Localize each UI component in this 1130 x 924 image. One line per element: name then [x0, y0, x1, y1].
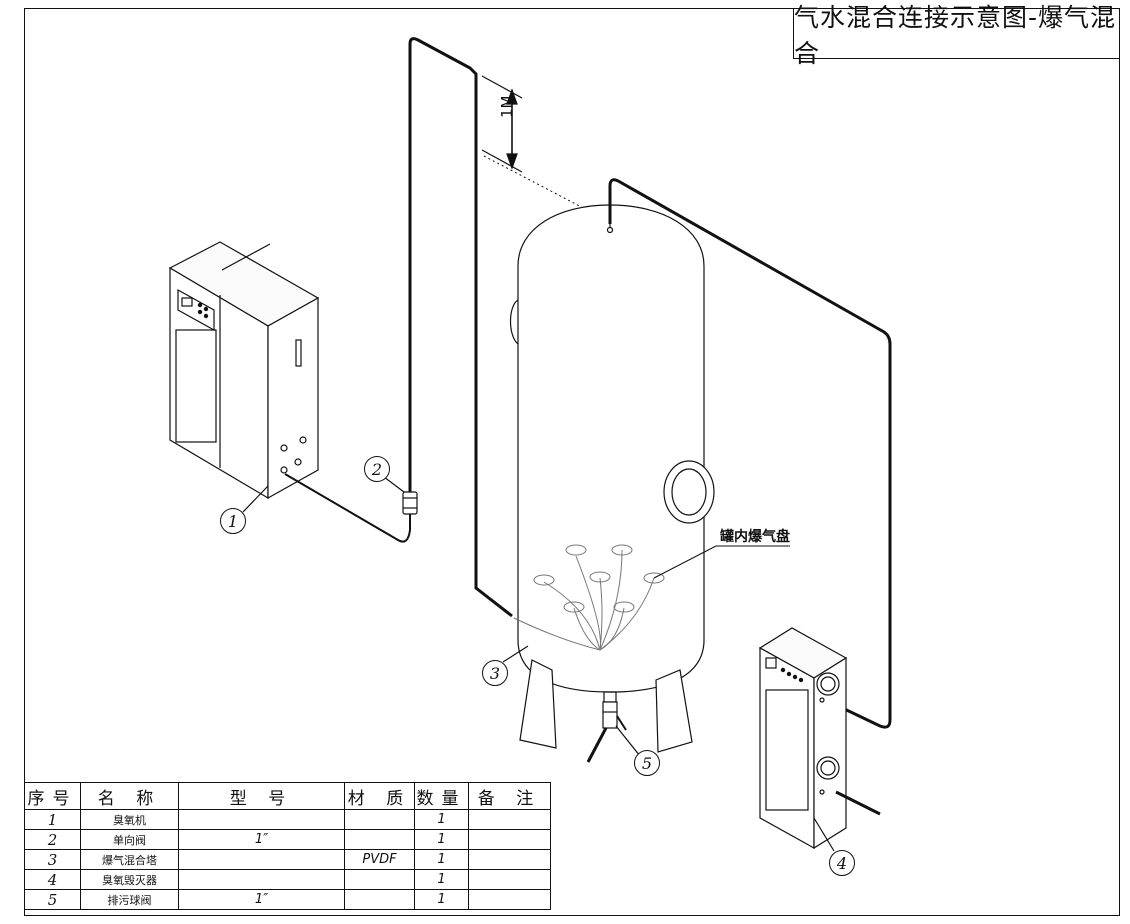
dimension-label: 1M — [498, 95, 516, 119]
table-header-row: 序号 名 称 型 号 材 质 数量 备 注 — [24, 782, 551, 810]
table-row: 5 排污球阀 1″ 1 — [24, 889, 551, 910]
cell-qty: 1 — [414, 829, 469, 850]
header-material: 材 质 — [344, 782, 415, 810]
cell-model — [178, 849, 345, 870]
disc-callout-leader — [653, 545, 717, 579]
header-model: 型 号 — [178, 782, 345, 810]
ozone-outlet-pipe — [284, 473, 411, 543]
mixing-tank — [509, 204, 715, 753]
drawing-title: 气水混合连接示意图-爆气混合 — [794, 2, 1117, 68]
cell-no: 5 — [24, 889, 81, 910]
table-row: 2 单向阀 1″ 1 — [24, 829, 551, 850]
cell-name: 排污球阀 — [80, 889, 179, 910]
cell-qty: 1 — [414, 809, 469, 830]
cell-model — [178, 809, 345, 830]
title-block: 气水混合连接示意图-爆气混合 — [793, 3, 1119, 68]
header-remark: 备 注 — [468, 782, 551, 810]
cell-remark — [468, 889, 551, 910]
cell-material — [344, 809, 415, 830]
cell-remark — [468, 849, 551, 870]
cell-qty: 1 — [414, 869, 469, 890]
disc-callout-label: 罐内爆气盘 — [720, 529, 790, 545]
cell-qty: 1 — [414, 889, 469, 910]
cell-material — [344, 829, 415, 850]
part-marker-4: 4 — [829, 850, 855, 876]
drain-ball-valve — [586, 701, 627, 763]
drawing-frame — [24, 8, 1120, 916]
cell-material — [344, 869, 415, 890]
exhaust-pipe — [608, 178, 892, 729]
parts-table: 序号 名 称 型 号 材 质 数量 备 注 1 臭氧机 1 2 单向阀 1″ 1… — [24, 782, 551, 910]
cell-model: 1″ — [178, 889, 345, 910]
check-valve — [402, 491, 418, 515]
cell-model: 1″ — [178, 829, 345, 850]
dimension-1m — [481, 75, 611, 223]
cell-name: 单向阀 — [80, 829, 179, 850]
part-marker-2: 2 — [364, 456, 390, 482]
part-marker-1: 1 — [220, 508, 246, 534]
table-row: 1 臭氧机 1 — [24, 809, 551, 830]
cell-material — [344, 889, 415, 910]
part-marker-5: 5 — [634, 750, 660, 776]
cell-remark — [468, 869, 551, 890]
gas-pipe-to-tank — [408, 37, 513, 618]
cell-material: PVDF — [344, 849, 415, 870]
ozone-generator — [168, 241, 320, 500]
cell-name: 臭氧毁灭器 — [80, 869, 179, 890]
cell-name: 爆气混合塔 — [80, 849, 179, 870]
cell-no: 4 — [24, 869, 81, 890]
aeration-discs — [513, 544, 665, 651]
cell-no: 2 — [24, 829, 81, 850]
table-row: 4 臭氧毁灭器 1 — [24, 869, 551, 890]
header-name: 名 称 — [80, 782, 179, 810]
cell-no: 3 — [24, 849, 81, 870]
cell-no: 1 — [24, 809, 81, 830]
header-no: 序号 — [24, 782, 81, 810]
cell-qty: 1 — [414, 849, 469, 870]
part-marker-3: 3 — [482, 660, 508, 686]
header-qty: 数量 — [414, 782, 469, 810]
cell-remark — [468, 829, 551, 850]
cell-name: 臭氧机 — [80, 809, 179, 830]
ozone-destructor — [758, 627, 881, 850]
cell-remark — [468, 809, 551, 830]
table-row: 3 爆气混合塔 PVDF 1 — [24, 849, 551, 870]
cell-model — [178, 869, 345, 890]
